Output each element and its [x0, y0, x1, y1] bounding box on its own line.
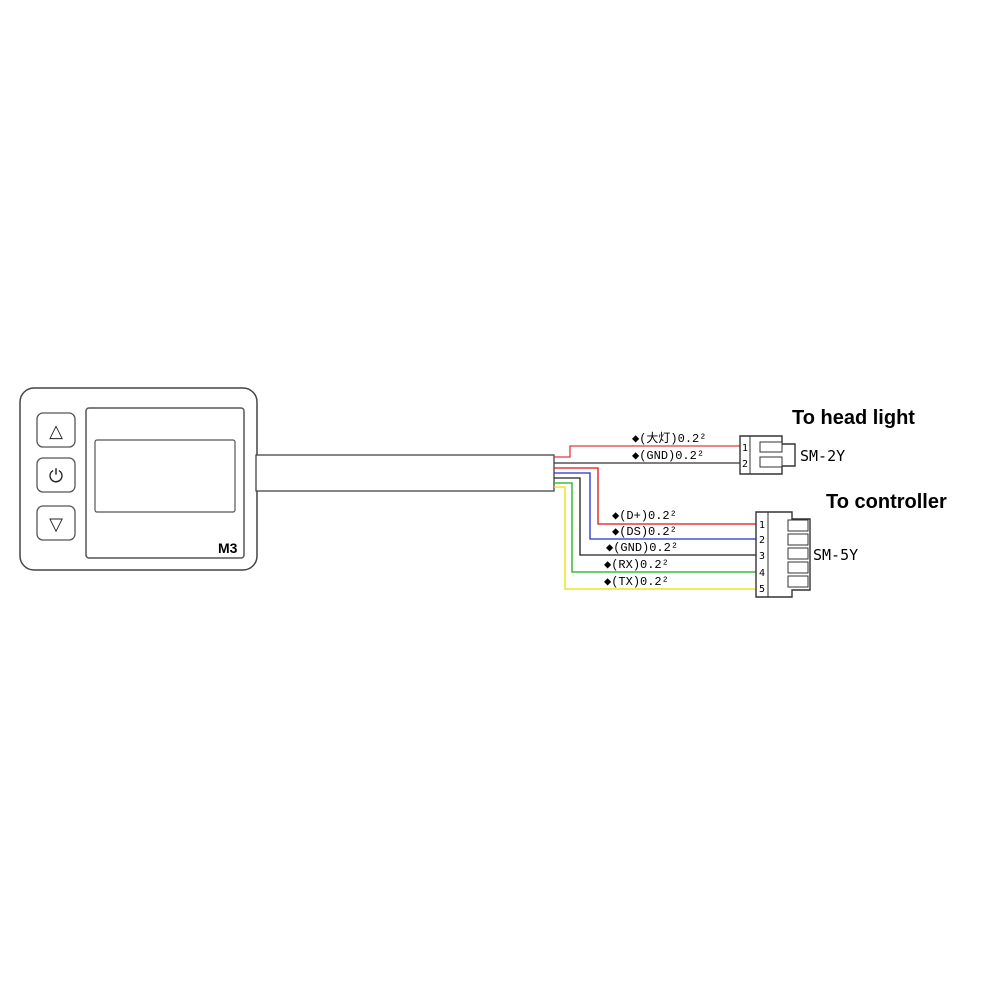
- model-label: M3: [218, 540, 238, 556]
- controller-connector: 1 2 3 4 5 SM-5Y: [755, 511, 858, 598]
- controller-connector-name: SM-5Y: [813, 546, 858, 564]
- up-arrow-icon: △: [49, 421, 63, 442]
- power-icon: ⏻: [49, 466, 63, 487]
- controller-pin-1: 1: [759, 520, 765, 531]
- down-button[interactable]: ▽: [36, 505, 76, 541]
- headlight-wire-1: [554, 445, 740, 458]
- controller-pin-5: 5: [759, 584, 765, 595]
- display-unit: M3 △ ⏻ ▽: [19, 387, 258, 571]
- main-cable: [255, 454, 555, 492]
- display-screen: [94, 439, 236, 513]
- down-arrow-icon: ▽: [49, 514, 63, 535]
- headlight-connector: 1 2 SM-2Y: [739, 435, 845, 475]
- controller-wire-4: [554, 482, 756, 573]
- controller-wire-3-label: ◆(GND)0.2²: [606, 541, 678, 555]
- controller-title: To controller: [826, 491, 947, 513]
- controller-wire-1: [554, 467, 756, 525]
- headlight-wires: ◆(大灯)0.2² ◆(GND)0.2²: [554, 431, 740, 464]
- power-button[interactable]: ⏻: [36, 457, 76, 493]
- controller-pin-2: 2: [759, 535, 765, 546]
- controller-wire-1-label: ◆(D+)0.2²: [612, 509, 677, 523]
- headlight-wire-1-label: ◆(大灯)0.2²: [632, 431, 706, 446]
- controller-pin-3: 3: [759, 551, 765, 562]
- controller-wire-4-label: ◆(RX)0.2²: [604, 558, 669, 572]
- controller-wires: ◆(D+)0.2² ◆(DS)0.2² ◆(GND)0.2² ◆(RX)0.2²…: [554, 467, 756, 590]
- controller-wire-2-label: ◆(DS)0.2²: [612, 525, 677, 539]
- controller-wire-3: [554, 477, 756, 556]
- controller-wire-5: [554, 486, 756, 590]
- controller-pin-4: 4: [759, 568, 765, 579]
- headlight-connector-name: SM-2Y: [800, 447, 845, 465]
- up-button[interactable]: △: [36, 412, 76, 448]
- headlight-pin-1: 1: [742, 443, 748, 454]
- controller-wire-5-label: ◆(TX)0.2²: [604, 575, 669, 589]
- controller-wire-2: [554, 472, 756, 540]
- headlight-title: To head light: [792, 407, 915, 429]
- headlight-wire-2-label: ◆(GND)0.2²: [632, 449, 704, 463]
- headlight-pin-2: 2: [742, 459, 748, 470]
